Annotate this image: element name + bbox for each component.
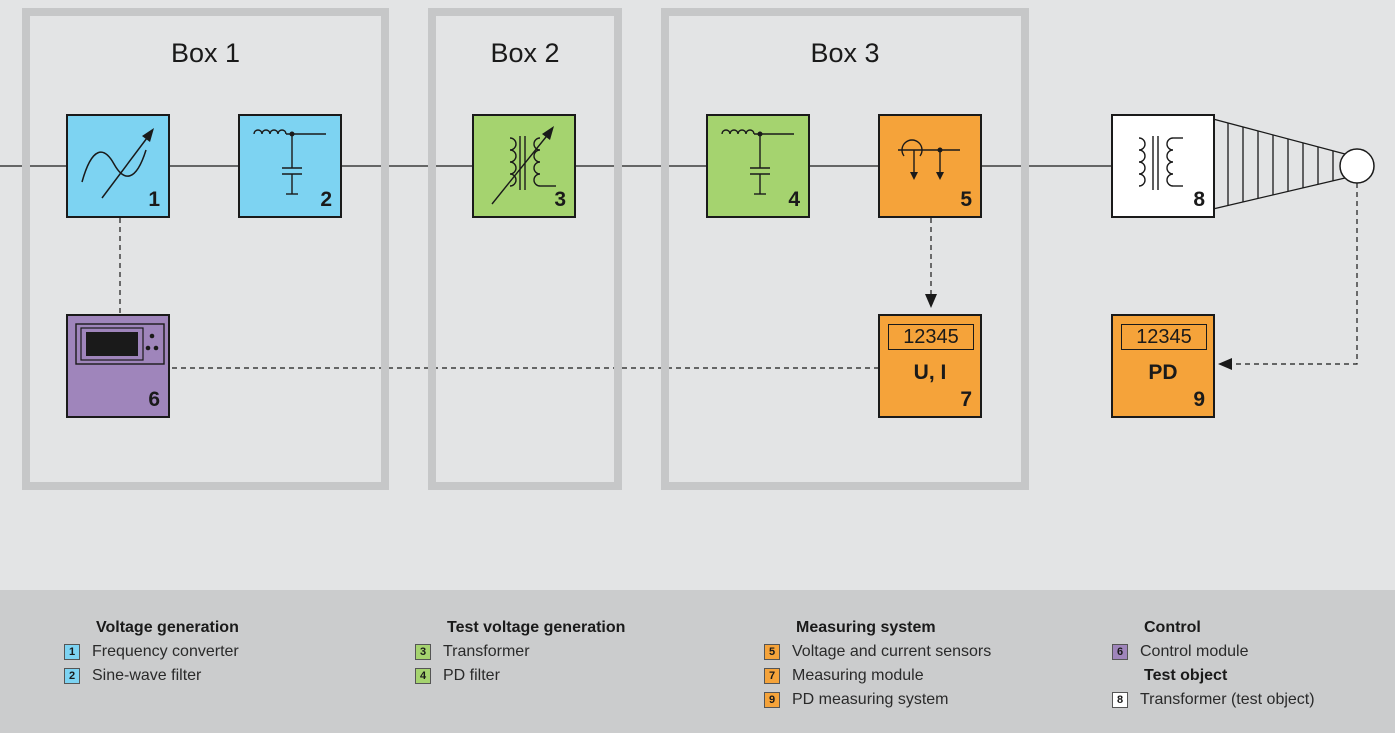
legend-swatch: 6 (1112, 644, 1128, 660)
legend-column-measuring-system: Measuring system 5 Voltage and current s… (752, 617, 991, 713)
component-frequency-converter: 1 (66, 114, 170, 218)
measurement-label: PD (1148, 361, 1178, 384)
legend-label: Measuring module (792, 667, 924, 684)
legend-item: 1 Frequency converter (52, 641, 239, 663)
variable-transformer-icon (491, 126, 556, 205)
component-number: 5 (960, 188, 972, 211)
legend-item: 8 Transformer (test object) (1100, 689, 1315, 711)
group-title: Box 3 (810, 38, 880, 68)
legend-label: Voltage and current sensors (792, 643, 992, 660)
arrow-to-7 (925, 294, 937, 308)
legend-label: PD measuring system (792, 691, 949, 708)
legend-label: Control module (1140, 643, 1249, 660)
legend-label: Frequency converter (92, 643, 239, 660)
cable-bottom (1212, 177, 1346, 210)
control-module-icon (75, 323, 165, 365)
transformer-icon (1138, 136, 1183, 190)
group-title: Box 2 (490, 38, 560, 68)
component-measuring-module: 12345 U, I 7 (878, 314, 982, 418)
legend-swatch: 8 (1112, 692, 1128, 708)
component-transformer: 3 (472, 114, 576, 218)
legend-column-voltage-generation: Voltage generation 1 Frequency converter… (52, 617, 239, 689)
legend-title: Test object (1144, 667, 1228, 684)
test-system-diagram: Box 1 Box 2 Box 3 1 (0, 8, 1375, 490)
group-title: Box 1 (170, 38, 241, 68)
component-number: 2 (320, 188, 332, 211)
component-number: 7 (960, 388, 972, 411)
legend-swatch: 7 (764, 668, 780, 684)
legend: Voltage generation 1 Frequency converter… (0, 590, 1395, 733)
component-sine-wave-filter: 2 (238, 114, 342, 218)
component-pd-filter: 4 (706, 114, 810, 218)
legend-item: 6 Control module (1100, 641, 1315, 663)
legend-swatch: 1 (64, 644, 80, 660)
legend-title: Measuring system (796, 619, 936, 636)
pd-filter-icon (721, 129, 794, 195)
sensor-icon (898, 139, 960, 180)
legend-label: PD filter (443, 667, 500, 684)
measurement-label: U, I (913, 361, 947, 384)
legend-column-test-voltage-generation: Test voltage generation 3 Transformer 4 … (403, 617, 625, 689)
display-readout: 12345 (1121, 324, 1207, 350)
legend-swatch: 9 (764, 692, 780, 708)
legend-item: 3 Transformer (403, 641, 625, 663)
legend-title: Control (1144, 619, 1201, 636)
pd-link-terminal-9 (1230, 183, 1358, 365)
component-pd-measuring-system: 12345 PD 9 (1111, 314, 1215, 418)
group-box-3: Box 3 (661, 8, 1029, 490)
legend-item: 2 Sine-wave filter (52, 665, 239, 687)
component-control-module: 6 (66, 314, 170, 418)
legend-title: Voltage generation (96, 619, 239, 636)
legend-column-control-and-test-object: Control 6 Control module Test object 8 T… (1100, 617, 1315, 713)
component-number: 9 (1193, 388, 1205, 411)
legend-label: Transformer (test object) (1140, 691, 1315, 708)
legend-swatch: 4 (415, 668, 431, 684)
group-box-2: Box 2 (428, 8, 622, 490)
component-number: 3 (554, 188, 566, 211)
legend-label: Transformer (443, 643, 530, 660)
legend-label: Sine-wave filter (92, 667, 202, 684)
legend-swatch: 5 (764, 644, 780, 660)
arrow-to-9 (1218, 358, 1232, 370)
component-number: 6 (148, 388, 160, 411)
component-number: 4 (788, 188, 800, 211)
cable-top (1212, 118, 1346, 155)
legend-item: 4 PD filter (403, 665, 625, 687)
legend-swatch: 3 (415, 644, 431, 660)
legend-title: Test voltage generation (447, 619, 626, 636)
component-number: 1 (148, 188, 160, 211)
legend-item: 5 Voltage and current sensors (752, 641, 991, 663)
legend-item: 7 Measuring module (752, 665, 991, 687)
group-box-1: Box 1 (22, 8, 389, 490)
sine-filter-icon (253, 129, 326, 195)
frequency-converter-icon (81, 128, 154, 199)
legend-item: 9 PD measuring system (752, 689, 991, 711)
hv-terminal-icon (1339, 148, 1375, 184)
legend-swatch: 2 (64, 668, 80, 684)
component-sensors: 5 (878, 114, 982, 218)
component-number: 8 (1193, 188, 1205, 211)
display-readout: 12345 (888, 324, 974, 350)
component-test-object: 8 (1111, 114, 1215, 218)
